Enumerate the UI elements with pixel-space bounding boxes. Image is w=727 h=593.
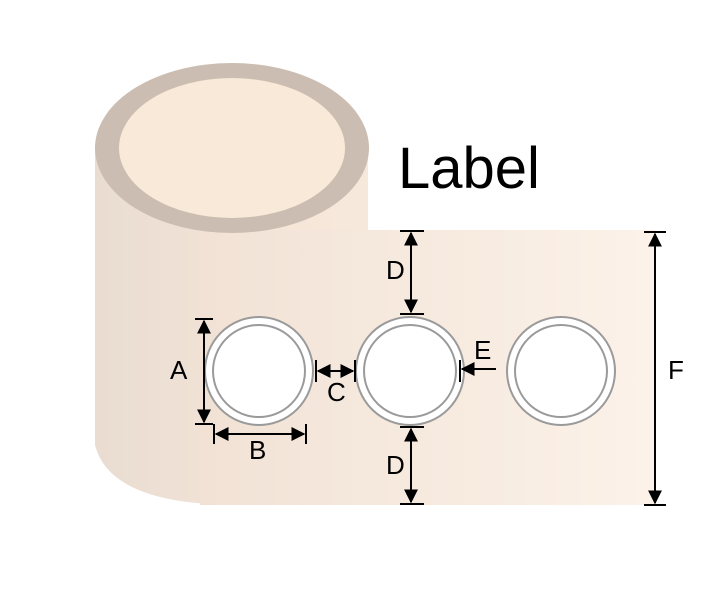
roll-core-inner — [119, 78, 345, 218]
title-text: Label — [398, 136, 540, 201]
dimension-f-label: F — [668, 355, 684, 385]
dimension-d-top: D — [386, 230, 424, 315]
dimension-d-bottom: D — [386, 426, 424, 505]
dimension-c: C — [315, 360, 356, 407]
dimension-d-top-label: D — [386, 255, 405, 285]
dimension-b-label: B — [249, 435, 266, 465]
dimension-a-label: A — [170, 355, 188, 385]
dimension-f: F — [644, 231, 684, 506]
dimension-c-label: C — [327, 377, 346, 407]
dimension-b: B — [213, 424, 307, 465]
label-circle-3 — [506, 316, 616, 426]
dimension-a: A — [170, 318, 213, 425]
dimension-e: E — [459, 335, 496, 382]
dimension-e-label: E — [474, 335, 491, 365]
label-circle-1 — [204, 316, 314, 426]
dimension-d-bottom-label: D — [386, 450, 405, 480]
label-circle-2 — [355, 316, 465, 426]
